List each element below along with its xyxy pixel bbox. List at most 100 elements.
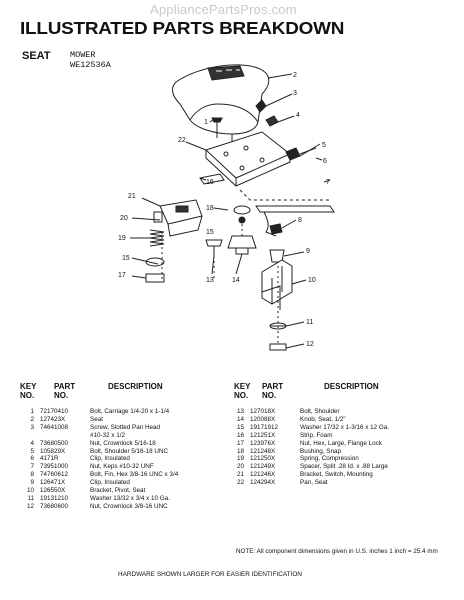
table-row: 7 73951000 Nut, Keps #10-32 UNF	[12, 463, 178, 471]
key-cell: 15	[236, 423, 244, 431]
description-cell: Bolt, Shoulder	[300, 408, 340, 415]
dimension-note: NOTE: All component dimensions given in …	[236, 548, 438, 555]
part-number-cell: 73951000	[40, 463, 69, 471]
callout-9: 9	[306, 248, 310, 255]
callout-16: 16	[206, 179, 214, 186]
key-cell: 13	[236, 408, 244, 415]
callout-10: 10	[308, 277, 316, 284]
callout-1: 1	[204, 119, 208, 126]
section-label: SEAT	[22, 50, 51, 62]
col-desc-left: DESCRIPTION	[108, 382, 163, 391]
part-number-cell	[40, 432, 90, 440]
part-number-cell: 124294X	[250, 479, 276, 487]
table-row: 1 72170410 Bolt, Carriage 1/4-20 x 1-1/4	[12, 408, 178, 416]
table-row: 12 73680600 Nut, Crownlock 3/8-16 UNC	[12, 503, 178, 511]
description-cell: Nut, Hex, Large, Flange Lock	[300, 439, 382, 447]
callout-15: 15	[206, 229, 214, 236]
col-part-no-label: NO.	[262, 391, 277, 400]
table-row: 13 127018X Bolt, Shoulder	[222, 408, 389, 416]
part-number-cell: 127423X	[40, 415, 66, 423]
part-number-cell: 105829X	[40, 447, 66, 455]
key-cell: 20	[236, 463, 244, 471]
part-number-cell: 121249X	[250, 463, 276, 471]
col-key-right: KEY NO.	[234, 382, 250, 400]
description-cell: Bolt, Carriage 1/4-20 x 1-1/4	[90, 408, 170, 415]
key-cell: 4	[30, 439, 34, 447]
shoulder-bolt-part	[285, 147, 317, 161]
callout-20: 20	[120, 215, 128, 222]
callout-7: 7	[326, 179, 330, 186]
callout-3: 3	[293, 90, 297, 97]
callout-12: 12	[306, 341, 314, 348]
key-cell: 21	[236, 471, 244, 479]
col-part-left: PART NO.	[54, 382, 75, 400]
col-part-label: PART	[262, 382, 284, 391]
table-row: 3 74641008 Screw, Slotted Pan Head	[12, 424, 178, 432]
description-cell: Nut, Keps #10-32 UNF	[90, 463, 154, 471]
key-cell	[12, 432, 40, 440]
part-number-cell: 121251X	[250, 431, 276, 439]
key-cell: 14	[236, 415, 244, 423]
key-cell: 19	[236, 455, 244, 463]
description-cell: Screw, Slotted Pan Head	[90, 423, 161, 431]
model-line-1: MOWER	[70, 50, 96, 60]
hardware-footer: HARDWARE SHOWN LARGER FOR EASIER IDENTIF…	[118, 571, 302, 578]
part-number-cell: 72170410	[40, 408, 69, 415]
pivot-bracket-part	[261, 259, 293, 310]
part-number-cell: 74760612	[40, 471, 69, 479]
part-number-cell: 73680600	[40, 502, 69, 510]
part-number-cell: 127018X	[250, 408, 276, 415]
key-cell: 5	[30, 447, 34, 455]
description-cell: Washer 17/32 x 1-3/16 x 12 Ga.	[300, 423, 390, 431]
part-number-cell: 73680500	[40, 439, 69, 447]
callout-8: 8	[298, 217, 302, 224]
description-cell: Knob, Seat, 1/2"	[300, 415, 346, 423]
watermark: AppliancePartsPros.com	[150, 2, 297, 17]
description-cell: Bushing, Snap	[300, 447, 341, 455]
callout-6: 6	[323, 158, 327, 165]
description-cell: Bolt, Fin, Hex 3/8-16 UNC x 3/4	[90, 471, 179, 479]
key-cell: 22	[236, 479, 244, 487]
key-cell: 9	[30, 479, 34, 487]
exploded-parts-diagram: 2 3 4 1 22 5 6 7 16 21 18 15 20 19 8 9 1…	[118, 64, 335, 351]
key-cell: 3	[30, 423, 34, 431]
col-key-no-label: NO.	[20, 391, 35, 400]
key-cell: 2	[30, 415, 34, 423]
callout-21: 21	[128, 193, 136, 200]
key-cell: 10	[26, 487, 34, 495]
col-part-label: PART	[54, 382, 76, 391]
page-title: ILLUSTRATED PARTS BREAKDOWN	[20, 18, 345, 38]
callout-15b: 15	[122, 255, 130, 262]
key-cell: 17	[236, 439, 244, 447]
key-cell: 12	[26, 502, 34, 510]
callout-13: 13	[206, 277, 214, 284]
callout-5: 5	[322, 142, 326, 149]
description-cell: Strip, Foam	[300, 431, 333, 439]
key-cell: 18	[236, 447, 244, 455]
description-cell: Spring, Compression	[300, 455, 359, 463]
part-number-cell: 121246X	[250, 471, 276, 479]
description-cell: Washer 13/32 x 3/4 x 10 Ga.	[90, 494, 170, 502]
callout-18: 18	[206, 205, 214, 212]
description-cell: Bracket, Pivot, Seat	[90, 487, 146, 495]
key-cell: 7	[30, 463, 34, 471]
description-cell: Clip, Insulated	[90, 455, 130, 463]
key-cell: 1	[30, 408, 34, 415]
description-cell: #10-32 x 1/2	[90, 431, 126, 439]
description-cell: Nut, Crownlock 3/8-16 UNC	[90, 502, 168, 510]
part-number-cell: 74641008	[40, 423, 69, 431]
description-cell: Nut, Crownlock 5/16-18	[90, 439, 156, 447]
description-cell: Clip, Insulated	[90, 479, 130, 487]
col-part-right: PART NO.	[262, 382, 283, 400]
callout-4: 4	[296, 112, 300, 119]
col-key-label: KEY	[234, 382, 251, 391]
callout-14: 14	[232, 277, 240, 284]
